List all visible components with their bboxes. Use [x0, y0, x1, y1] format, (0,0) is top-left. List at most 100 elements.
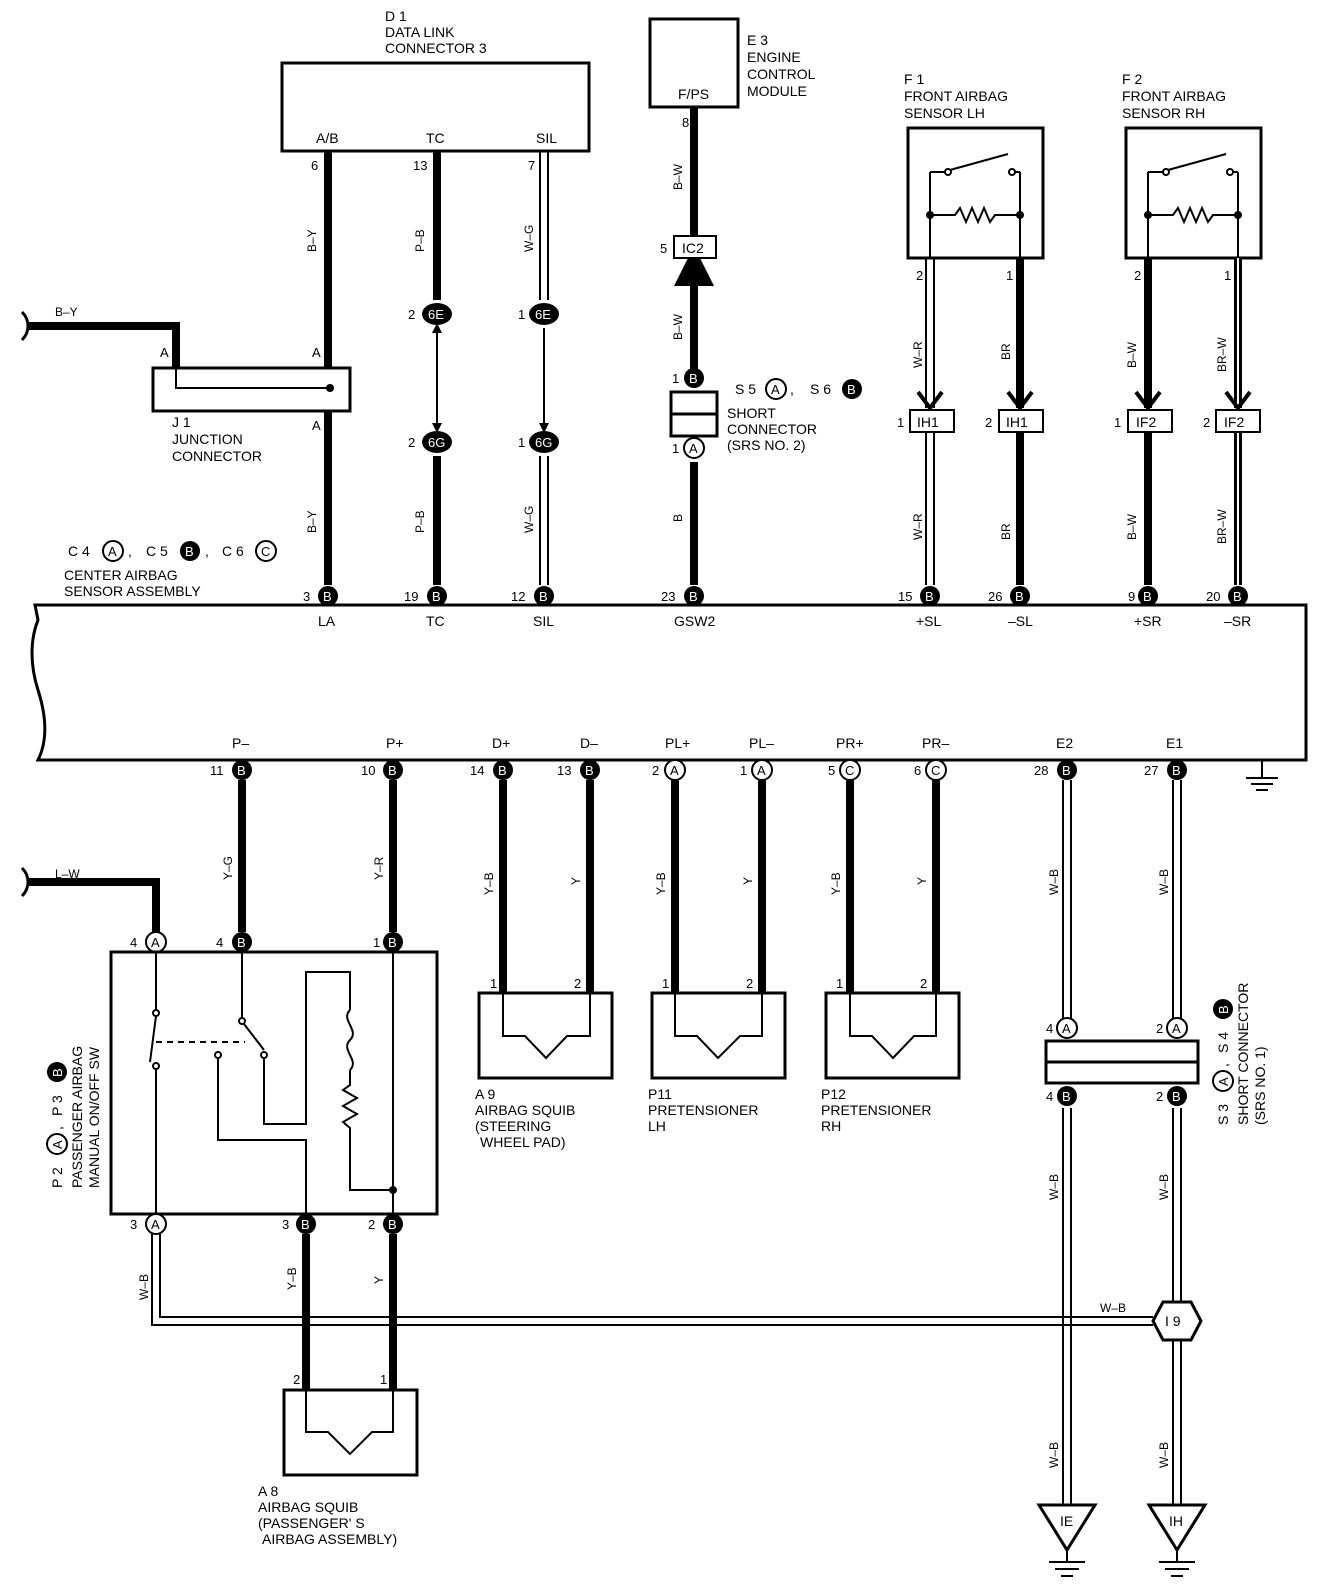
- j1-internal-bus: [175, 340, 330, 389]
- wc-lw: L–W: [55, 867, 80, 881]
- diagram-label: A: [1216, 1077, 1231, 1086]
- term-d-plus: D+: [492, 735, 510, 751]
- pin-p2-4: 4: [130, 935, 137, 950]
- diagram-label: MANUAL ON/OFF SW: [86, 1046, 102, 1188]
- pin-s4-4: 4: [1046, 1089, 1053, 1104]
- connector-6g-tc: 6G: [422, 431, 452, 453]
- pin-ih1-2: 2: [985, 415, 992, 430]
- diagram-label: IF2: [1136, 414, 1156, 430]
- f1-id: F 1: [904, 71, 924, 87]
- diagram-label: C: [261, 544, 270, 559]
- j1-line1: JUNCTION: [172, 431, 243, 447]
- pin-c-23: 23: [661, 589, 675, 604]
- pin-6e-2: 2: [408, 307, 415, 322]
- center-line1: CENTER AIRBAG: [64, 567, 178, 583]
- wc-bw-2: B–W: [671, 313, 685, 340]
- pin-s5-1b: 1: [672, 441, 679, 456]
- wc-y-4: Y: [372, 1276, 386, 1284]
- pin-p3-1: 1: [373, 935, 380, 950]
- diagram-label: P 3: [49, 1095, 65, 1116]
- f2-line1: FRONT AIRBAG: [1122, 88, 1226, 104]
- wc-pb-1: P–B: [413, 229, 427, 252]
- s5-tag-letter: A: [771, 382, 780, 397]
- pin-s4-2: 2: [1156, 1089, 1163, 1104]
- center-c4: C 4: [68, 543, 90, 559]
- wire-lw-feed: [20, 866, 160, 932]
- wc-y-3: Y: [915, 877, 929, 885]
- diagram-label: B: [689, 589, 698, 604]
- pin-c-2: 2: [652, 763, 659, 778]
- term-p-plus: P+: [386, 735, 404, 751]
- wire-e1: [1172, 780, 1182, 1505]
- pin-p2-3: 3: [130, 1217, 137, 1232]
- wc-bw-3: B–W: [1125, 341, 1139, 368]
- wc-wb-8: W–B: [1100, 1301, 1126, 1315]
- diagram-label: B: [1172, 763, 1181, 778]
- wc-br-2: BR: [999, 523, 1013, 540]
- diagram-label: B: [1143, 589, 1152, 604]
- diagram-label: IH: [1169, 1513, 1183, 1529]
- pin-a9-1: 1: [490, 976, 497, 991]
- pin-s3-2: 2: [1156, 1021, 1163, 1036]
- wc-wr-2: W–R: [911, 513, 925, 540]
- diagram-label: B: [388, 1217, 397, 1232]
- pin-e3-8: 8: [682, 115, 689, 130]
- ic2-label: IC2: [682, 240, 704, 256]
- p12-pretensioner: [824, 991, 961, 1080]
- wire-plus-sl: [925, 258, 935, 585]
- p11-line2: LH: [648, 1118, 666, 1134]
- pin-if2-2: 2: [1203, 415, 1210, 430]
- diagram-label: IE: [1060, 1513, 1073, 1529]
- term-minus-sl: –SL: [1008, 613, 1033, 629]
- diagram-label: B: [301, 1217, 310, 1232]
- wc-yb-2: Y–B: [654, 872, 668, 895]
- connector-ih1-a: [909, 409, 955, 433]
- diagram-label: SHORT CONNECTOR: [1235, 983, 1251, 1125]
- pin-p12-1: 1: [836, 976, 843, 991]
- diagram-label: B: [388, 935, 397, 950]
- e3-line3: MODULE: [747, 83, 807, 99]
- pin-ih1-1: 1: [897, 415, 904, 430]
- diagram-label: A: [757, 763, 766, 778]
- a8-id: A 8: [258, 1483, 278, 1499]
- p11-line1: PRETENSIONER: [648, 1102, 758, 1118]
- wc-yg: Y–G: [221, 856, 235, 880]
- wc-by-feed: B–Y: [55, 305, 78, 319]
- wire-by-feed: [20, 310, 180, 368]
- a9-squib: [477, 991, 614, 1080]
- f1-line1: FRONT AIRBAG: [904, 88, 1008, 104]
- diagram-label: C: [931, 763, 940, 778]
- j1-pin-a-bot: A: [312, 418, 321, 433]
- diagram-label: ,: [205, 543, 209, 559]
- top-terminal-pins: B B B B B B B B: [318, 586, 1248, 606]
- pin-c-9: 9: [1128, 589, 1135, 604]
- wc-pb-2: P–B: [413, 510, 427, 533]
- diagram-label: (SRS NO. 1): [1252, 1046, 1268, 1125]
- center-line2: SENSOR ASSEMBLY: [64, 583, 201, 599]
- diagram-label: B: [539, 589, 548, 604]
- wc-yr: Y–R: [372, 856, 386, 880]
- diagram-label: 6E: [428, 307, 444, 322]
- wc-wr-1: W–R: [911, 341, 925, 368]
- srs2-line3: (SRS NO. 2): [727, 437, 806, 453]
- diagram-label: C: [845, 763, 854, 778]
- pin-c-5: 5: [828, 763, 835, 778]
- f1-sensor-symbol: [906, 126, 1045, 260]
- a8-line2: (PASSENGER' S: [258, 1515, 365, 1531]
- pin-f1-1: 1: [1006, 268, 1013, 283]
- a8-line1: AIRBAG SQUIB: [258, 1499, 358, 1515]
- pin-p3-2: 2: [368, 1217, 375, 1232]
- s5-id: S 5: [735, 381, 756, 397]
- diagram-label: B: [585, 763, 594, 778]
- term-plus-sr: +SR: [1134, 613, 1162, 629]
- diagram-label: B: [1062, 1089, 1071, 1104]
- d1-line1: DATA LINK: [385, 24, 455, 40]
- diagram-label: B: [1172, 1089, 1181, 1104]
- pin-a9-2: 2: [574, 976, 581, 991]
- srs2-line1: SHORT: [727, 405, 776, 421]
- pin-a8-2: 2: [293, 1372, 300, 1387]
- wc-wb-1: W–B: [1047, 869, 1061, 895]
- pin-ic2-5: 5: [660, 241, 667, 256]
- wc-by-2: B–Y: [305, 510, 319, 533]
